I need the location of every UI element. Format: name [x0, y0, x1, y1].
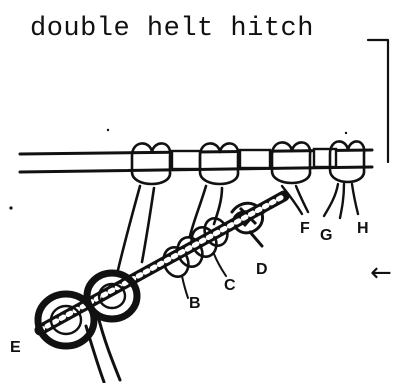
- ring-and-loops: [38, 273, 137, 382]
- label-d: D: [256, 261, 268, 278]
- label-g: G: [320, 227, 332, 244]
- caption-bracket: [368, 40, 388, 162]
- pointer-arrow-icon: ←: [370, 258, 392, 288]
- holding-cord: [20, 149, 372, 172]
- label-h: H: [357, 220, 369, 237]
- label-c: C: [224, 277, 236, 294]
- label-f: F: [300, 220, 310, 237]
- label-e: E: [10, 339, 21, 356]
- label-b: B: [189, 295, 201, 312]
